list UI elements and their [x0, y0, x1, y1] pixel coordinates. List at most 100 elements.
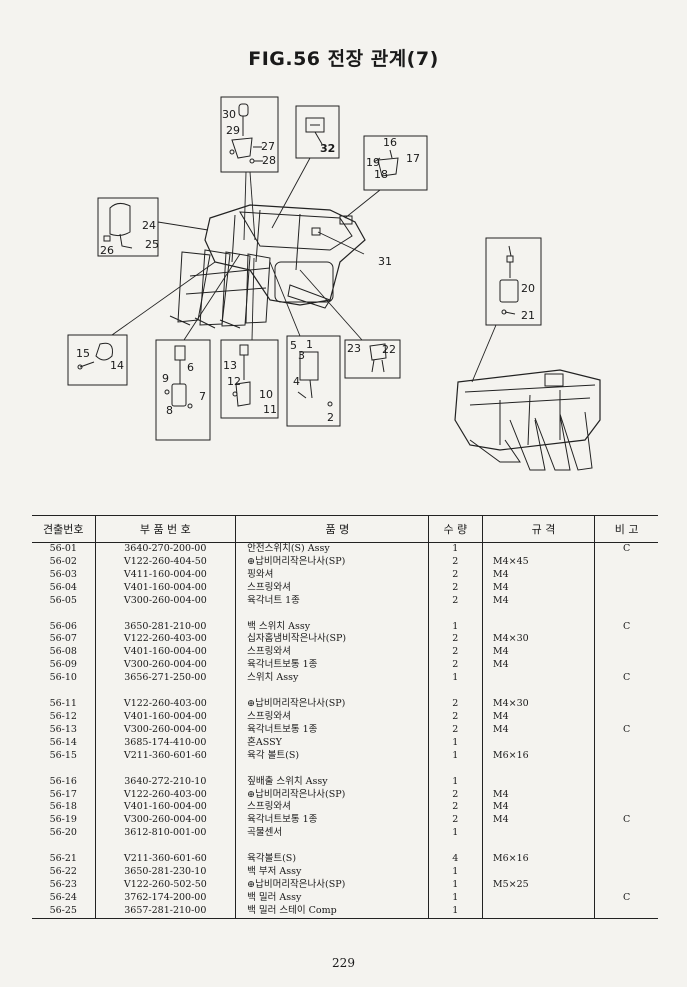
cell-note: [594, 633, 658, 647]
callout-26: 26: [100, 244, 114, 257]
header-part-number: 부 품 번 호: [94, 515, 236, 543]
cell-quantity: 2: [427, 633, 483, 647]
spacer-cell: [32, 763, 95, 776]
spacer-cell: [481, 685, 595, 699]
cell-ref-no: 56-04: [49, 581, 77, 593]
cell-part-name: ⊕납비머리작은나사(SP): [235, 555, 429, 569]
callout-14: 14: [110, 359, 124, 372]
cell-ref-no: 56-24: [49, 891, 77, 903]
callout-11: 11: [263, 403, 277, 416]
cell-note: [594, 581, 658, 595]
cell-spec: [481, 866, 595, 879]
cell-spec: [481, 904, 595, 919]
cell-spec: [481, 775, 595, 789]
callout-17: 17: [406, 152, 420, 165]
cell-part-name: 안전스위치(S) Assy: [235, 542, 429, 556]
callout-box-grain-sensor: [485, 237, 542, 326]
cell-spec: M4×45: [481, 555, 595, 569]
callout-22: 22: [382, 343, 396, 356]
spacer-cell: [32, 840, 95, 853]
exploded-parts-diagram: 30 29 27 28 32 16 19 17 18 24 26 25 31 2…: [67, 96, 601, 471]
cell-note: C: [594, 620, 658, 634]
cell-part-name: 스프링와셔: [235, 801, 429, 815]
leader-lines: [111, 157, 497, 383]
cell-spec: M4: [481, 710, 595, 724]
cell-note: [594, 710, 658, 724]
cell-quantity: 1: [427, 736, 483, 750]
table-group-spacer: [32, 840, 658, 854]
callout-4: 4: [293, 375, 300, 388]
callout-21: 21: [521, 309, 535, 322]
spacer-cell: [427, 685, 483, 699]
callout-box-sensor-32: [295, 105, 340, 159]
cell-ref-no: 56-25: [32, 904, 96, 919]
spacer-cell: [427, 840, 483, 854]
spacer-cell: [235, 607, 429, 621]
cell-ref-no: 56-01: [49, 543, 77, 554]
cell-part-name: 백 밀러 Assy: [235, 891, 429, 905]
spacer-cell: [235, 685, 429, 699]
cell-part-number: 3640-272-210-10: [94, 775, 236, 789]
cell-ref-no: 56-23: [49, 878, 77, 890]
cell-part-number: V411-160-004-00: [94, 568, 236, 582]
spacer-cell: [94, 685, 236, 699]
cell-part-number: 3762-174-200-00: [94, 891, 236, 905]
cell-part-number: V401-160-004-00: [94, 646, 236, 660]
cell-spec: [481, 736, 595, 750]
cell-spec: M4×30: [481, 698, 595, 711]
spacer-cell: [427, 762, 483, 776]
cell-part-number: V300-260-004-00: [94, 594, 236, 608]
cell-part-name: 육각너트보통 1종: [235, 659, 429, 673]
cell-part-name: 핑와셔: [235, 568, 429, 582]
callout-2: 2: [327, 411, 334, 424]
callout-31: 31: [378, 255, 392, 268]
spacer-cell: [427, 607, 483, 621]
callout-10: 10: [259, 388, 273, 401]
cell-part-name: 스프링와셔: [235, 710, 429, 724]
cell-part-name: 스프링와셔: [235, 581, 429, 595]
header-spec: 규 격: [481, 515, 595, 543]
cell-ref-no: 56-03: [49, 568, 77, 580]
spacer-cell: [235, 762, 429, 776]
cell-quantity: 1: [427, 775, 483, 789]
cell-part-number: V122-260-403-00: [94, 788, 236, 802]
spacer-cell: [481, 607, 595, 621]
cell-part-number: 3612-810-001-00: [94, 827, 236, 841]
callout-25: 25: [145, 238, 159, 251]
spacer-cell: [94, 840, 236, 854]
cell-quantity: 2: [427, 698, 483, 711]
cell-part-number: V211-360-601-60: [94, 749, 236, 763]
cell-note: C: [594, 723, 658, 737]
header-note: 비 고: [594, 515, 658, 543]
cell-note: [594, 749, 658, 763]
callout-box-horn: [67, 334, 128, 386]
callout-8: 8: [166, 404, 173, 417]
cell-ref-no: 56-14: [49, 736, 77, 748]
cell-quantity: 2: [427, 659, 483, 673]
combine-harvester-side-view: [454, 369, 601, 471]
cell-quantity: 2: [427, 814, 483, 828]
cell-part-number: V122-260-502-50: [94, 878, 236, 892]
callout-box-buzzer-23: [344, 339, 401, 379]
cell-part-name: 십자홈냄비작은나사(SP): [235, 633, 429, 647]
table-group-spacer: [32, 762, 658, 776]
callout-15: 15: [76, 347, 90, 360]
callout-box-back-buzzer: [286, 335, 341, 427]
cell-note: [594, 801, 658, 815]
cell-part-number: 3656-271-250-00: [94, 672, 236, 686]
spacer-cell: [481, 840, 595, 854]
cell-spec: M6×16: [481, 749, 595, 763]
callout-1: 1: [306, 338, 313, 351]
cell-part-name: 곡물센서: [235, 827, 429, 841]
page-title: FIG.56 전장 관계(7): [248, 48, 439, 70]
cell-note: [594, 827, 658, 841]
spacer-cell: [94, 607, 236, 621]
cell-quantity: 4: [427, 853, 483, 867]
